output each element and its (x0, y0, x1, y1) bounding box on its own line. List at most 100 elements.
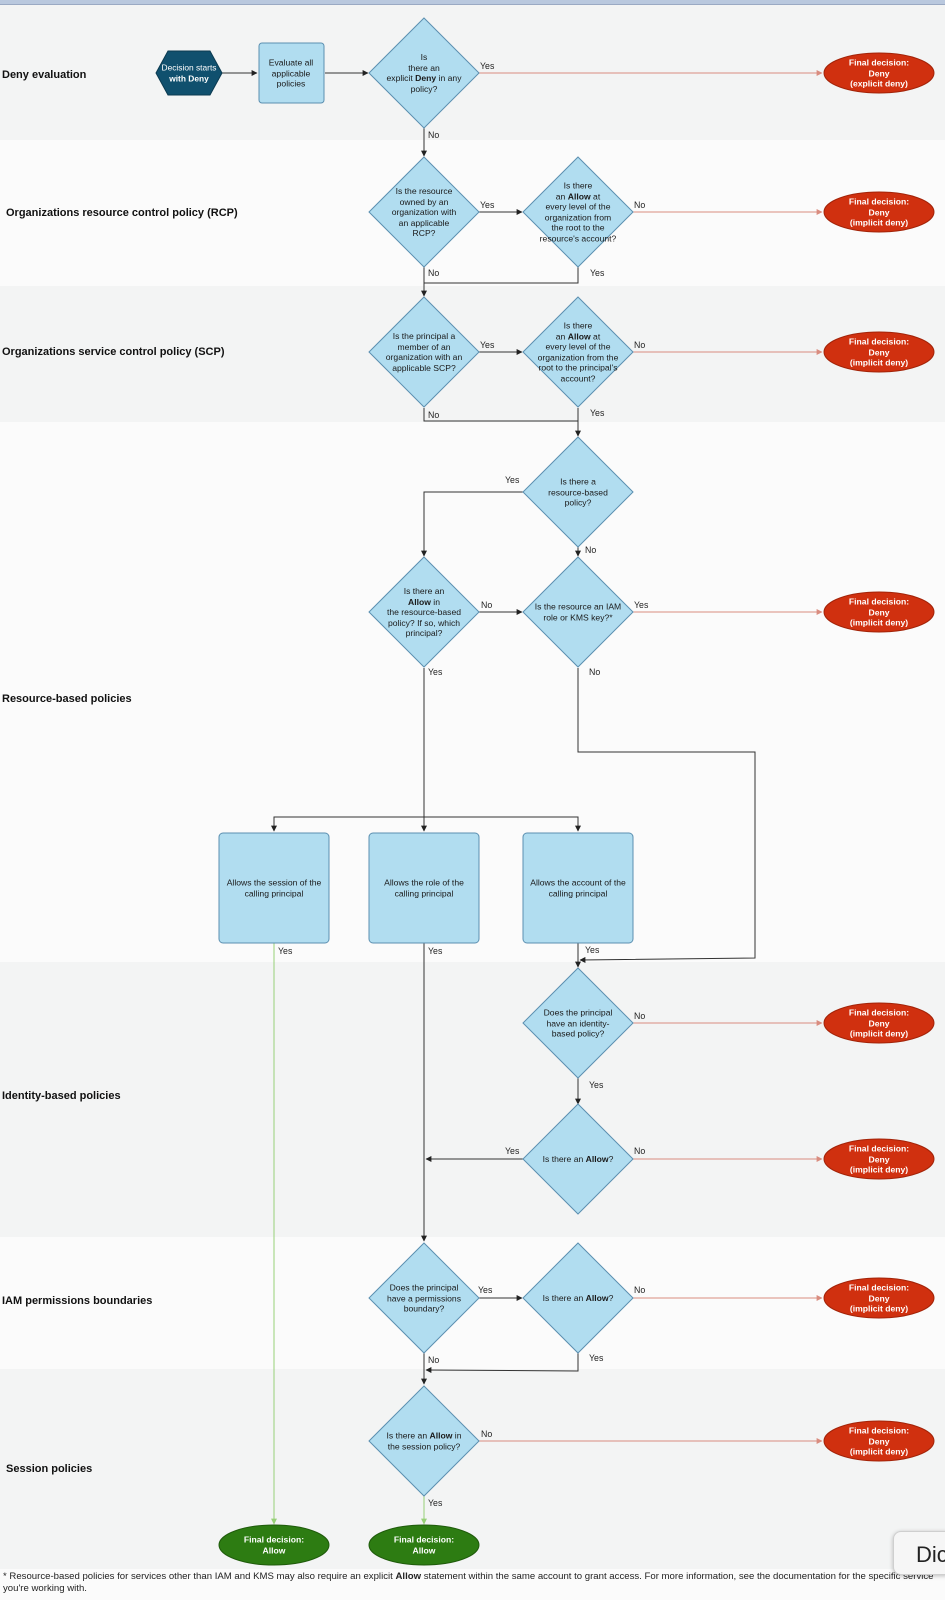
edge-iam-kms-no (577, 668, 756, 963)
final-deny-iam-kms-l1: Final decision: (848, 596, 910, 607)
rbp-exists-question: Is there a resource-based policy? (548, 476, 608, 508)
rcp-allow-rest: every level of the organization from the… (539, 201, 617, 244)
explicit-deny-l3c: in any (436, 73, 462, 83)
final-deny-session-l3: (implicit deny) (849, 1446, 909, 1457)
iam-kms-question: Is the resource an IAM role or KMS key?* (534, 601, 622, 623)
edge-label-no: No (481, 1429, 493, 1439)
session-allow-question: Is there an Allow in the session policy? (380, 1431, 468, 1452)
final-deny-identity-allow-l2: Deny (868, 1153, 890, 1164)
final-deny-explicit-l3: (explicit deny) (850, 78, 908, 89)
edge-label-yes: Yes (478, 1285, 493, 1295)
footnote: * Resource-based policies for services o… (3, 1571, 943, 1595)
final-deny-no-identity-l1: Final decision: (848, 1007, 910, 1018)
edge-label-yes: Yes (590, 268, 605, 278)
final-deny-session (823, 1420, 935, 1462)
dialog-button[interactable]: Dic (893, 1531, 945, 1575)
edge-label-no: No (634, 200, 646, 210)
final-deny-scp-l2: Deny (868, 346, 890, 357)
rbp-allow-rest: the resource-based policy? If so, which … (386, 606, 462, 638)
final-deny-scp-l3: (implicit deny) (849, 357, 909, 368)
edge-label-yes: Yes (428, 667, 443, 677)
lane-label-scp: Organizations service control policy (SC… (2, 346, 225, 358)
edge-branch-account (424, 816, 581, 832)
final-deny-no-identity-l3: (implicit deny) (849, 1028, 909, 1039)
explicit-deny-l1: Is (420, 52, 428, 62)
allows-role-box (368, 832, 480, 944)
diamond-boundary-allow (522, 1242, 634, 1354)
final-allow-role (368, 1524, 480, 1566)
rcp-allow-l1: Is there (563, 180, 593, 191)
edge-label-yes: Yes (589, 1353, 604, 1363)
edge-label-yes: Yes (589, 1080, 604, 1090)
scp-member-question: Is the principal a member of an organiza… (385, 331, 463, 373)
explicit-deny-keyword: Deny (415, 73, 437, 83)
lane-identity-based (0, 962, 945, 1237)
final-deny-boundary-label: Final decision:Deny(implicit deny) (829, 1282, 929, 1314)
final-deny-explicit-l1: Final decision: (848, 57, 910, 68)
allows-role-label: Allows the role of the calling principal (384, 877, 464, 899)
scp-allow-l2a: an (555, 331, 568, 341)
start-node-label: Decision starts with Deny (162, 63, 217, 84)
final-deny-rcp-label: Final decision:Deny(implicit deny) (829, 196, 929, 228)
edge-label-no: No (589, 667, 601, 677)
edge-label-yes: Yes (505, 1146, 520, 1156)
final-deny-rcp (823, 191, 935, 233)
edge-label-yes: Yes (278, 946, 293, 956)
final-deny-rcp-l3: (implicit deny) (849, 217, 909, 228)
final-deny-rcp-l1: Final decision: (848, 196, 910, 207)
diamond-identity-allow (522, 1103, 634, 1215)
allows-account-box (522, 832, 634, 944)
edge-label-no: No (634, 1011, 646, 1021)
edge-label-yes: Yes (480, 200, 495, 210)
footnote-c: statement within the same account to gra… (3, 1571, 934, 1594)
start-node (155, 50, 223, 96)
boundary-question: Does the principal have a permissions bo… (386, 1282, 462, 1314)
evaluate-policies-box (258, 42, 325, 104)
session-allow-c: in the session policy? (387, 1430, 462, 1452)
explicit-deny-l3a: explicit (386, 73, 416, 83)
edge-label-no: No (634, 1285, 646, 1295)
footnote-allow: Allow (395, 1571, 422, 1582)
final-deny-session-label: Final decision:Deny(implicit deny) (829, 1425, 929, 1457)
boundary-allow-keyword: Allow (585, 1292, 609, 1303)
edge-rbp-exists-yes (421, 491, 523, 557)
rcp-owned-question: Is the resource owned by an organization… (391, 185, 457, 238)
scp-allow-question: Is there an Allow at every level of the … (532, 321, 624, 384)
final-deny-explicit-label: Final decision:Deny(explicit deny) (829, 57, 929, 89)
identity-policy-question: Does the principal have an identity-base… (543, 1007, 613, 1039)
boundary-allow-c: ? (608, 1292, 614, 1303)
edge-label-no: No (428, 268, 440, 278)
final-allow-session-label: Final decision:Allow (224, 1535, 324, 1556)
window-top-bar (0, 0, 945, 5)
rcp-allow-keyword: Allow (567, 191, 591, 201)
rcp-allow-l2a: an (555, 191, 568, 201)
boundary-allow-question: Is there an Allow? (528, 1293, 628, 1304)
final-deny-session-l2: Deny (868, 1435, 890, 1446)
final-deny-session-l1: Final decision: (848, 1425, 910, 1436)
start-line2: with Deny (169, 73, 209, 83)
diamond-rcp-allow (522, 156, 634, 268)
final-deny-iam-kms-label: Final decision:Deny(implicit deny) (829, 596, 929, 628)
diamond-scp-allow (522, 296, 634, 408)
diamond-session-allow (368, 1385, 480, 1497)
session-allow-keyword: Allow (429, 1430, 453, 1441)
edge-label-no: No (481, 600, 493, 610)
explicit-deny-question: Is there an explicit Deny in any policy? (384, 52, 464, 94)
lane-label-session: Session policies (6, 1463, 93, 1475)
footnote-a: * Resource-based policies for services o… (3, 1571, 396, 1582)
edge-label-yes: Yes (480, 340, 495, 350)
lane-label-boundary: IAM permissions boundaries (2, 1295, 153, 1307)
boundary-allow-a: Is there an (542, 1292, 586, 1303)
final-deny-explicit (823, 52, 935, 94)
edge-label-yes: Yes (585, 945, 600, 955)
final-deny-identity-allow-label: Final decision:Deny(implicit deny) (829, 1143, 929, 1175)
final-deny-identity-allow-l1: Final decision: (848, 1143, 910, 1154)
final-deny-boundary (823, 1277, 935, 1319)
edge-label-yes: Yes (480, 61, 495, 71)
rbp-allow-keyword: Allow (408, 596, 431, 607)
final-deny-explicit-l2: Deny (868, 67, 890, 78)
edge-label-no: No (428, 130, 440, 140)
final-allow-session-l2: Allow (262, 1545, 286, 1555)
final-deny-boundary-l1: Final decision: (848, 1282, 910, 1293)
